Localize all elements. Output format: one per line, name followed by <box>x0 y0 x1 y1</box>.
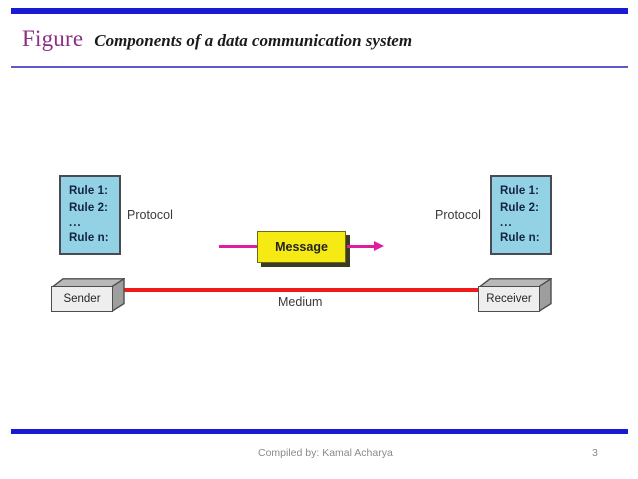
receiver-label: Receiver <box>478 286 540 312</box>
sender-box-side-face-icon <box>111 278 125 312</box>
receiver-node: Receiver <box>478 278 552 312</box>
message-outbound-arrowhead-icon <box>374 241 384 251</box>
medium-label: Medium <box>278 295 323 309</box>
footer-page-number: 3 <box>592 447 598 459</box>
protocol-rules-box-right: Rule 1: Rule 2: ... Rule n: <box>490 175 552 255</box>
footer-attribution: Compiled by: Kamal Acharya <box>258 447 393 459</box>
rule-line: ... <box>500 217 513 229</box>
title-divider <box>11 66 628 68</box>
sender-label: Sender <box>51 286 113 312</box>
message-box: Message <box>257 231 346 263</box>
communication-system-diagram: Rule 1: Rule 2: ... Rule n: Protocol Rul… <box>0 150 638 340</box>
top-accent-bar <box>11 8 628 14</box>
title-prefix: Figure <box>22 26 84 51</box>
rule-line: Rule 2: <box>69 202 109 214</box>
protocol-rules-box-left: Rule 1: Rule 2: ... Rule n: <box>59 175 121 255</box>
rule-line: Rule n: <box>69 232 109 244</box>
medium-link-line <box>114 288 486 292</box>
rule-line: Rule n: <box>500 232 540 244</box>
page-title: Figure Components of a data communicatio… <box>22 26 622 58</box>
protocol-label-left: Protocol <box>127 208 173 222</box>
rule-line: Rule 1: <box>500 185 540 197</box>
message-inbound-arrow-icon <box>219 245 259 248</box>
rule-line: ... <box>69 217 82 229</box>
sender-node: Sender <box>51 278 125 312</box>
message-outbound-arrow-icon <box>347 245 377 248</box>
receiver-box-side-face-icon <box>538 278 552 312</box>
bottom-accent-bar <box>11 429 628 434</box>
protocol-label-right: Protocol <box>435 208 481 222</box>
rule-line: Rule 1: <box>69 185 109 197</box>
title-caption: Components of a data communication syste… <box>94 31 413 50</box>
rule-line: Rule 2: <box>500 202 540 214</box>
